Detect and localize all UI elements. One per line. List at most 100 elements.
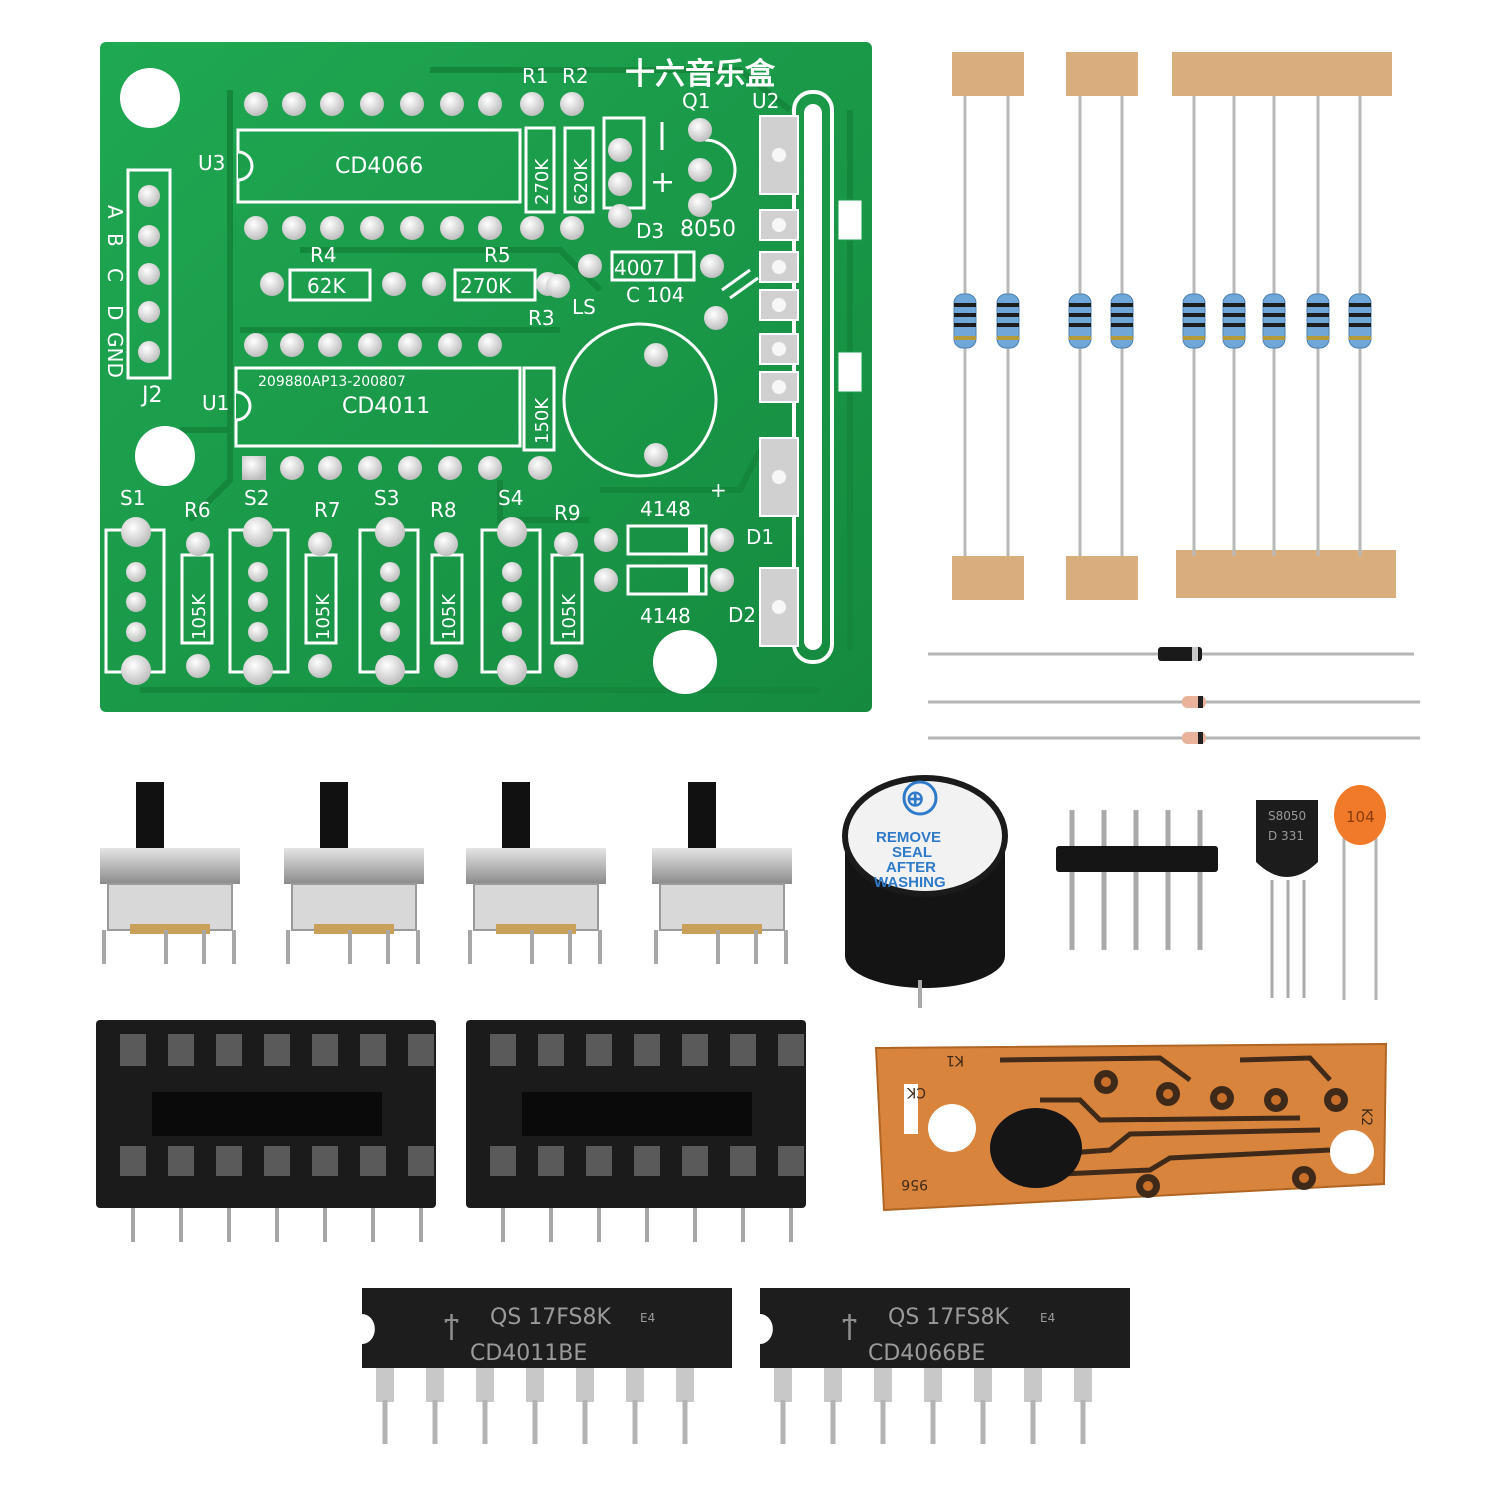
socket-contact bbox=[216, 1146, 242, 1176]
pcb-title: 十六音乐盒 bbox=[625, 57, 776, 92]
solder-pad bbox=[186, 654, 210, 678]
label-r1-value: 270K bbox=[532, 158, 553, 205]
solder-pad bbox=[502, 622, 522, 642]
resistor-band bbox=[997, 313, 1019, 317]
label-j2: J2 bbox=[140, 383, 163, 408]
switch-housing bbox=[107, 883, 233, 931]
resistor-band bbox=[1349, 303, 1371, 307]
socket-contact bbox=[216, 1034, 242, 1066]
solder-pad-hole bbox=[772, 600, 786, 614]
solder-pad bbox=[248, 592, 268, 612]
resistor-group-two-middle bbox=[1066, 52, 1138, 600]
resistor-band bbox=[1069, 336, 1091, 340]
label-lot-number: 209880AP13-200807 bbox=[258, 374, 406, 390]
label-r6-value: 105K bbox=[189, 593, 210, 640]
solder-pad-hole bbox=[772, 380, 786, 394]
switch-base bbox=[496, 924, 576, 934]
solder-pad bbox=[318, 456, 342, 480]
socket-contact bbox=[312, 1034, 338, 1066]
solder-pad bbox=[138, 301, 160, 323]
solder-pad bbox=[380, 622, 400, 642]
solder-pad bbox=[248, 562, 268, 582]
chip-pin bbox=[376, 1368, 394, 1402]
resistor-band bbox=[1223, 336, 1245, 340]
resistor-band bbox=[1111, 323, 1133, 327]
socket-contact bbox=[634, 1146, 660, 1176]
label-r3: R3 bbox=[528, 306, 555, 330]
solder-pad-hole bbox=[772, 298, 786, 312]
socket-contact bbox=[408, 1034, 434, 1066]
resistor-band bbox=[1069, 323, 1091, 327]
switch-base bbox=[682, 924, 762, 934]
module-label-code: 956 bbox=[901, 1176, 928, 1192]
header-label-a: A bbox=[103, 205, 127, 219]
polarity-plus-icon: + bbox=[710, 478, 727, 502]
resistor-band bbox=[1307, 323, 1329, 327]
label-cap: C 104 bbox=[626, 283, 685, 307]
ti-logo-icon: ϯ bbox=[444, 1308, 459, 1341]
solder-pad bbox=[243, 655, 273, 685]
resistor-band bbox=[997, 323, 1019, 327]
resistor-band bbox=[1307, 313, 1329, 317]
label-r5: R5 bbox=[484, 243, 511, 267]
solder-pad-hole bbox=[772, 470, 786, 484]
solder-pad bbox=[126, 622, 146, 642]
switch-housing bbox=[659, 883, 785, 931]
resistors bbox=[953, 96, 1372, 556]
diode-1n4007 bbox=[928, 647, 1414, 661]
socket-contact bbox=[682, 1146, 708, 1176]
solder-pad bbox=[244, 92, 268, 116]
switch-housing-top bbox=[466, 848, 606, 884]
resistor-band bbox=[1223, 323, 1245, 327]
solder-pad bbox=[280, 333, 304, 357]
label-d1: D1 bbox=[746, 525, 774, 549]
chip-pin bbox=[676, 1368, 694, 1402]
resistor-band bbox=[954, 323, 976, 327]
solder-pad-hole bbox=[772, 342, 786, 356]
label-d3-type: 4007 bbox=[614, 256, 665, 280]
socket-contact bbox=[360, 1146, 386, 1176]
solder-pad bbox=[497, 655, 527, 685]
solder-pad bbox=[138, 341, 160, 363]
ceramic-capacitor: 104 bbox=[1334, 785, 1386, 1000]
resistor-band bbox=[1349, 313, 1371, 317]
label-r4: R4 bbox=[310, 243, 337, 267]
resistor-band bbox=[997, 303, 1019, 307]
solder-pad bbox=[398, 456, 422, 480]
socket-contact bbox=[120, 1146, 146, 1176]
solder-pad bbox=[400, 92, 424, 116]
label-r1: R1 bbox=[522, 64, 549, 88]
resistor-band bbox=[954, 336, 976, 340]
resistor-band bbox=[1069, 313, 1091, 317]
resistor-band bbox=[1069, 303, 1091, 307]
diodes bbox=[928, 647, 1420, 744]
solder-pad-hole bbox=[772, 260, 786, 274]
footprint-q1: Q1 + D3 8050 U2 bbox=[602, 89, 779, 243]
label-s3: S3 bbox=[374, 486, 399, 510]
solder-pad bbox=[242, 456, 266, 480]
solder-pad bbox=[126, 592, 146, 612]
resistor-band bbox=[1307, 303, 1329, 307]
header-label-d: D bbox=[103, 305, 127, 320]
solder-pad bbox=[382, 272, 406, 296]
resistor-body bbox=[1306, 293, 1330, 349]
polarity-plus-icon: ⊕ bbox=[906, 786, 924, 811]
label-d3: D3 bbox=[636, 219, 664, 243]
switch-base bbox=[130, 924, 210, 934]
socket-contact bbox=[730, 1034, 756, 1066]
socket-slot bbox=[522, 1092, 752, 1136]
label-q1-type: 8050 bbox=[680, 217, 736, 242]
resistor-band bbox=[954, 313, 976, 317]
transistor-marking-2: D 331 bbox=[1268, 829, 1304, 843]
solder-pad bbox=[280, 456, 304, 480]
socket-contact bbox=[586, 1034, 612, 1066]
solder-pad bbox=[478, 92, 502, 116]
chip-part-number: CD4011BE bbox=[470, 1341, 587, 1366]
solder-pad bbox=[478, 216, 502, 240]
label-s4: S4 bbox=[498, 486, 523, 510]
solder-pad bbox=[320, 216, 344, 240]
socket-contact bbox=[538, 1034, 564, 1066]
footprint-d3-c: 4007 C 104 LS R3 bbox=[528, 250, 759, 330]
socket-contact bbox=[682, 1034, 708, 1066]
